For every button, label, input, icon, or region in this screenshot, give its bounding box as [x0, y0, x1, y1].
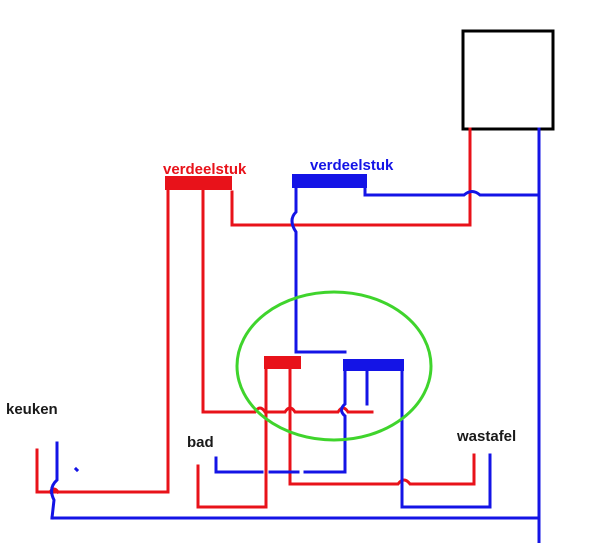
- cold-leg-left: [303, 369, 347, 474]
- label-manifold-cold: verdeelstuk: [310, 157, 394, 174]
- label-manifold-hot: verdeelstuk: [163, 161, 247, 178]
- highlight-circle: [235, 290, 433, 442]
- hot-manifold-upper: [165, 176, 232, 190]
- cold-water-pipes: [50, 127, 541, 543]
- cold-branch-kitchen: [50, 441, 59, 520]
- boiler-box: [461, 29, 555, 131]
- label-kitchen: keuken: [6, 401, 58, 418]
- hot-supply-main: [230, 127, 472, 227]
- cold-leg-bath: [214, 456, 300, 474]
- label-sink: wastafel: [456, 428, 516, 445]
- cold-manifold-upper: [292, 174, 367, 188]
- hot-manifold-lower: [264, 356, 301, 369]
- cold-kitchen-tick: [73, 466, 80, 473]
- hot-branch-sink: [288, 367, 476, 486]
- cold-link-down: [290, 186, 347, 354]
- cold-manifold-lower: [343, 359, 404, 371]
- hot-branch-bath: [196, 367, 268, 509]
- cold-feed-upper: [363, 186, 541, 197]
- label-bath: bad: [187, 434, 214, 451]
- cold-leg-sink: [400, 369, 492, 509]
